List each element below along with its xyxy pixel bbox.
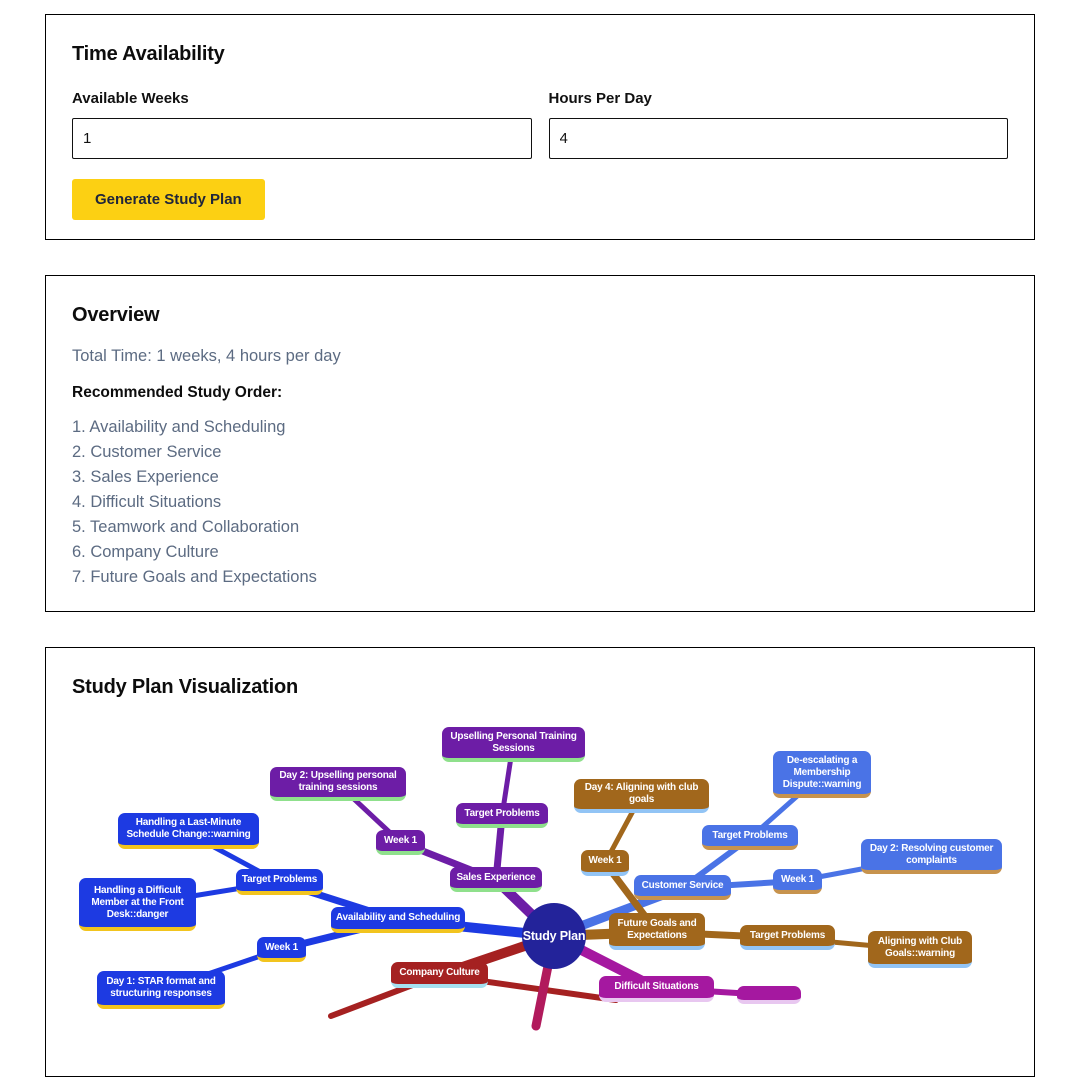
hours-per-day-field-group: Hours Per Day — [548, 90, 1008, 159]
node-week1-availability[interactable]: Week 1 — [257, 937, 306, 962]
node-future-goals-and-expectations[interactable]: Future Goals and Expectations — [609, 913, 705, 950]
overview-title: Overview — [72, 304, 160, 326]
node-target-problems-sales[interactable]: Target Problems — [456, 803, 548, 828]
hours-per-day-label: Hours Per Day — [548, 90, 652, 107]
time-availability-fields: Available Weeks Hours Per Day — [72, 90, 1008, 159]
node-availability-and-scheduling[interactable]: Availability and Scheduling — [331, 907, 465, 933]
study-order-item: 4. Difficult Situations — [72, 493, 222, 511]
node-company-culture[interactable]: Company Culture — [391, 962, 488, 988]
node-difficult-situations[interactable]: Difficult Situations — [599, 976, 714, 1002]
node-sales-experience[interactable]: Sales Experience — [450, 867, 542, 892]
node-day1-star-format[interactable]: Day 1: STAR format and structuring respo… — [97, 971, 225, 1009]
node-de-escalating-membership-dispute[interactable]: De-escalating a Membership Dispute::warn… — [773, 751, 871, 798]
node-day2-upselling-personal-training[interactable]: Day 2: Upselling personal training sessi… — [270, 767, 406, 801]
node-week1-future-goals[interactable]: Week 1 — [581, 850, 629, 876]
total-time-text: Total Time: 1 weeks, 4 hours per day — [72, 347, 341, 365]
visualization-title: Study Plan Visualization — [72, 676, 298, 698]
study-order-list: 1. Availability and Scheduling 2. Custome… — [72, 415, 1008, 590]
generate-study-plan-button[interactable]: Generate Study Plan — [72, 179, 265, 220]
available-weeks-input[interactable] — [72, 118, 532, 159]
node-week1-sales[interactable]: Week 1 — [376, 830, 425, 855]
node-difficult-situations-child[interactable] — [737, 986, 801, 1004]
visualization-card: Study Plan Visualization Study Plan Upsel… — [45, 647, 1035, 1077]
node-week1-customer-service[interactable]: Week 1 — [773, 869, 822, 894]
overview-card: Overview Total Time: 1 weeks, 4 hours pe… — [45, 275, 1035, 612]
time-availability-card: Time Availability Available Weeks Hours … — [45, 14, 1035, 240]
available-weeks-field-group: Available Weeks — [72, 90, 532, 159]
node-upselling-personal-training-sessions[interactable]: Upselling Personal Training Sessions — [442, 727, 585, 762]
study-order-item: 7. Future Goals and Expectations — [72, 568, 317, 586]
study-order-item: 3. Sales Experience — [72, 468, 219, 486]
node-target-problems-future-goals[interactable]: Target Problems — [740, 925, 835, 950]
time-availability-title: Time Availability — [72, 43, 225, 65]
node-handling-last-minute-schedule-change[interactable]: Handling a Last-Minute Schedule Change::… — [118, 813, 259, 849]
node-day2-resolving-customer-complaints[interactable]: Day 2: Resolving customer complaints — [861, 839, 1002, 874]
study-order-item: 6. Company Culture — [72, 543, 219, 561]
study-order-item: 1. Availability and Scheduling — [72, 418, 286, 436]
study-order-heading: Recommended Study Order: — [72, 384, 283, 401]
study-order-item: 5. Teamwork and Collaboration — [72, 518, 300, 536]
hours-per-day-input[interactable] — [548, 118, 1008, 159]
node-customer-service[interactable]: Customer Service — [634, 875, 731, 900]
node-target-problems-availability[interactable]: Target Problems — [236, 869, 323, 895]
available-weeks-label: Available Weeks — [72, 90, 189, 107]
page: Time Availability Available Weeks Hours … — [0, 14, 1080, 1077]
node-aligning-with-club-goals-warning[interactable]: Aligning with Club Goals::warning — [868, 931, 972, 968]
node-handling-difficult-member[interactable]: Handling a Difficult Member at the Front… — [79, 878, 196, 931]
node-target-problems-customer-service[interactable]: Target Problems — [702, 825, 798, 850]
study-order-item: 2. Customer Service — [72, 443, 222, 461]
node-day4-aligning-with-club-goals[interactable]: Day 4: Aligning with club goals — [574, 779, 709, 813]
node-study-plan[interactable]: Study Plan — [522, 903, 586, 969]
mindmap: Study Plan Upselling Personal Training Se… — [46, 648, 1036, 1078]
